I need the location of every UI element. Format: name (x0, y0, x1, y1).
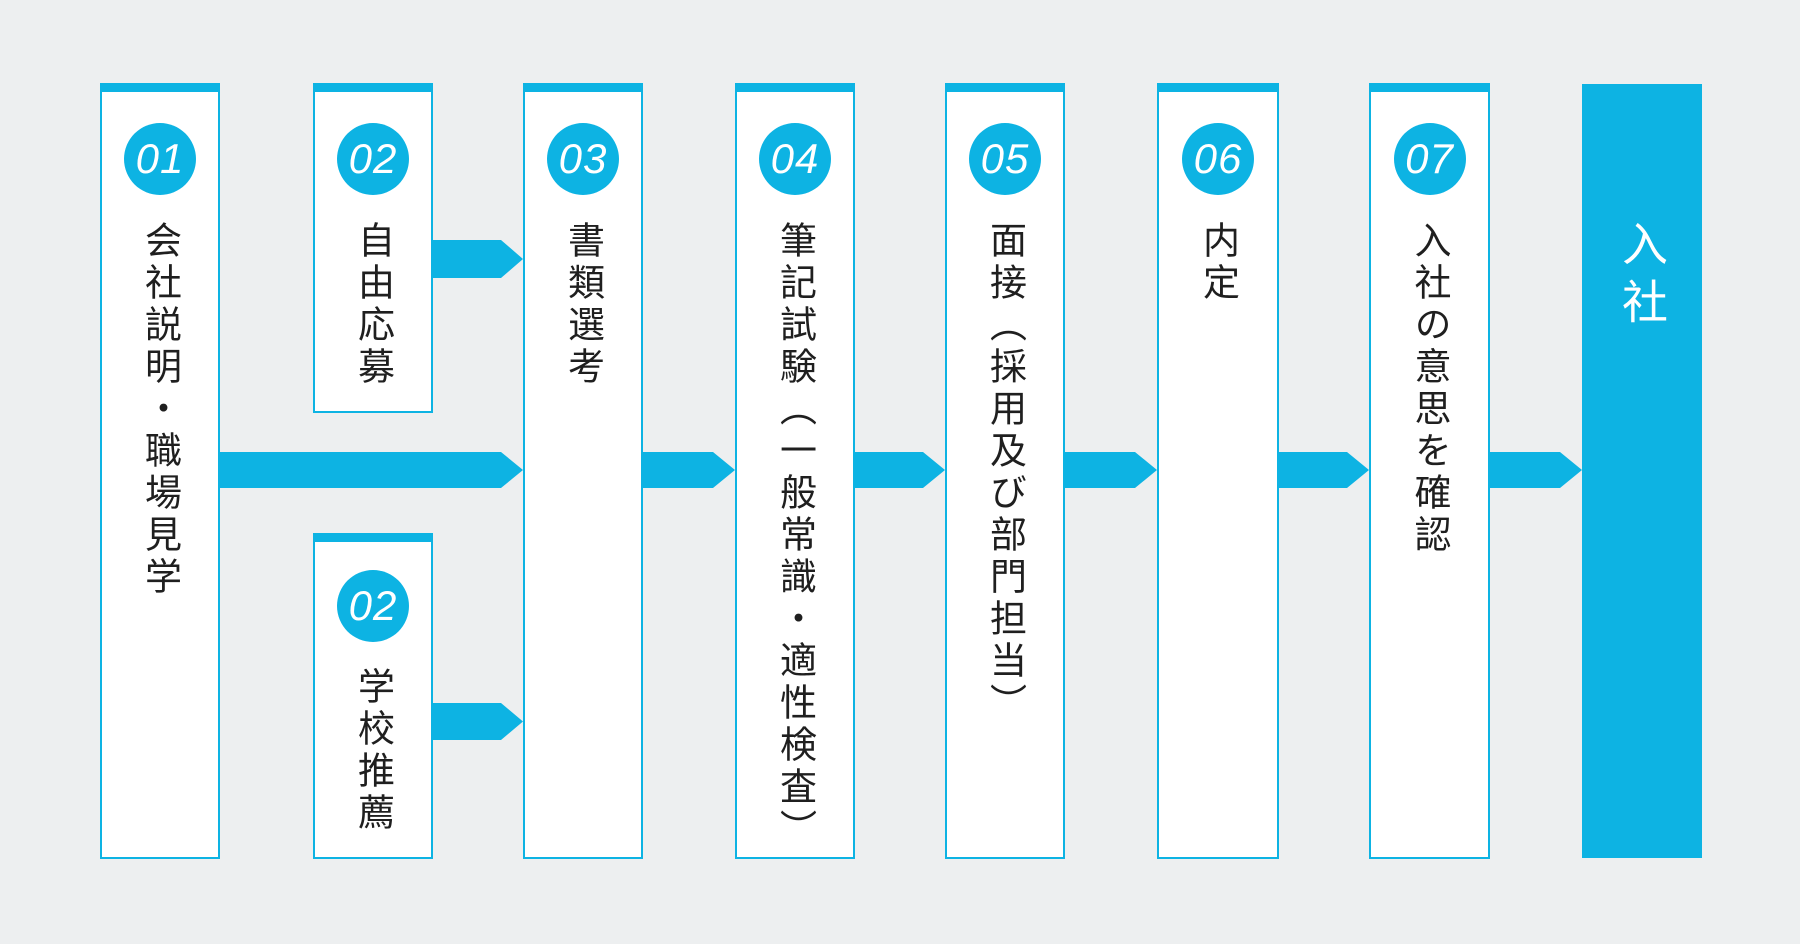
flow-arrow-06-to-07 (1279, 452, 1369, 488)
step-number-badge-04: 04 (759, 123, 831, 195)
flow-arrow-main-01-to-03 (220, 452, 523, 488)
step-box-05: 05 面接（採用及び部門担当） (945, 83, 1065, 859)
step-label-02b: 学校推薦 (352, 667, 394, 835)
step-number-badge-05: 05 (969, 123, 1041, 195)
step-label-04: 筆記試験（一般常識・適性検査） (774, 221, 816, 851)
step-number-badge-01: 01 (124, 123, 196, 195)
step-box-07: 07 入社の意思を確認 (1369, 83, 1490, 859)
step-label-05: 面接（採用及び部門担当） (984, 221, 1026, 725)
flow-arrow-05-to-06 (1065, 452, 1157, 488)
step-label-02a: 自由応募 (352, 221, 394, 389)
step-label-01: 会社説明・職場見学 (139, 221, 181, 599)
step-box-03: 03 書類選考 (523, 83, 643, 859)
step-box-02-school-recommendation: 02 学校推薦 (313, 533, 433, 859)
step-number-badge-02a: 02 (337, 123, 409, 195)
step-label-03: 書類選考 (562, 221, 604, 389)
step-box-04: 04 筆記試験（一般常識・適性検査） (735, 83, 855, 859)
flow-arrow-03-to-04 (643, 452, 735, 488)
final-step-box: 入社 (1582, 84, 1702, 858)
step-label-06: 内定 (1197, 221, 1239, 305)
step-box-02-free-application: 02 自由応募 (313, 83, 433, 413)
flow-arrow-04-to-05 (855, 452, 945, 488)
flow-arrow-02b-to-03 (433, 703, 523, 740)
flow-arrow-02a-to-03 (433, 240, 523, 278)
step-label-07: 入社の意思を確認 (1409, 221, 1450, 557)
step-number-badge-06: 06 (1182, 123, 1254, 195)
step-number-badge-02b: 02 (337, 570, 409, 642)
step-number-badge-07: 07 (1393, 123, 1466, 195)
final-step-label: 入社 (1616, 220, 1668, 336)
step-number-badge-03: 03 (547, 123, 619, 195)
flow-arrow-07-to-final (1490, 452, 1582, 488)
step-box-01: 01 会社説明・職場見学 (100, 83, 220, 859)
step-box-06: 06 内定 (1157, 83, 1279, 859)
